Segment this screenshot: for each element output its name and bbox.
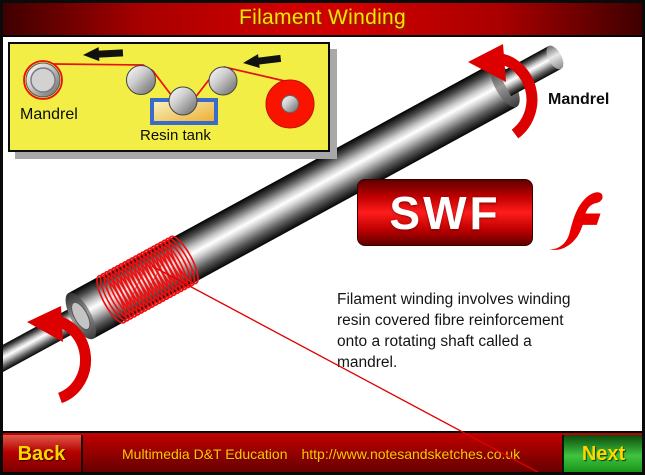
fibre-spool-icon — [265, 79, 315, 129]
shaft-body — [91, 62, 517, 326]
guide-roller-icon — [208, 66, 238, 96]
feed-direction-arrow-icon — [243, 54, 282, 68]
swf-badge: SWF — [357, 179, 533, 246]
title-bar: Filament Winding — [0, 0, 645, 37]
footer-bar: Back Multimedia D&T Education http://www… — [0, 431, 645, 475]
description-line: Filament winding involves winding — [337, 291, 571, 308]
description-line: mandrel. — [337, 354, 398, 371]
shaft-end-cap — [546, 45, 564, 70]
swf-badge-label: SWF — [389, 186, 501, 239]
back-button[interactable]: Back — [2, 435, 83, 473]
rotation-arrow-icon — [468, 44, 538, 139]
footer-credit: Multimedia D&T Education http://www.note… — [122, 433, 520, 475]
website-url: http://www.notesandsketches.co.uk — [301, 446, 521, 462]
next-button[interactable]: Next — [562, 435, 643, 473]
description-line: resin covered fibre reinforcement — [337, 312, 564, 329]
credit-text: Multimedia D&T Education — [122, 446, 288, 462]
process-diagram-inset: Mandrel Resin tank — [8, 42, 330, 152]
flash-f-icon — [548, 192, 603, 250]
inset-mandrel-label: Mandrel — [20, 106, 78, 123]
description-text: Filament winding involves winding resin … — [337, 289, 570, 373]
shaft-collar — [68, 276, 124, 339]
dip-roller-icon — [168, 86, 198, 116]
shaft-stub — [498, 46, 562, 97]
rotation-arrow-icon — [27, 306, 92, 404]
inset-mandrel-icon — [23, 60, 63, 100]
description-line: onto a rotating shaft called a — [337, 333, 532, 350]
mandrel-label: Mandrel — [548, 91, 610, 108]
guide-roller-icon — [126, 65, 156, 95]
inset-resin-tank-label: Resin tank — [140, 127, 211, 144]
page-title: Filament Winding — [238, 6, 407, 29]
feed-direction-arrow-icon — [83, 47, 124, 62]
process-diagram-graphic — [23, 47, 315, 129]
